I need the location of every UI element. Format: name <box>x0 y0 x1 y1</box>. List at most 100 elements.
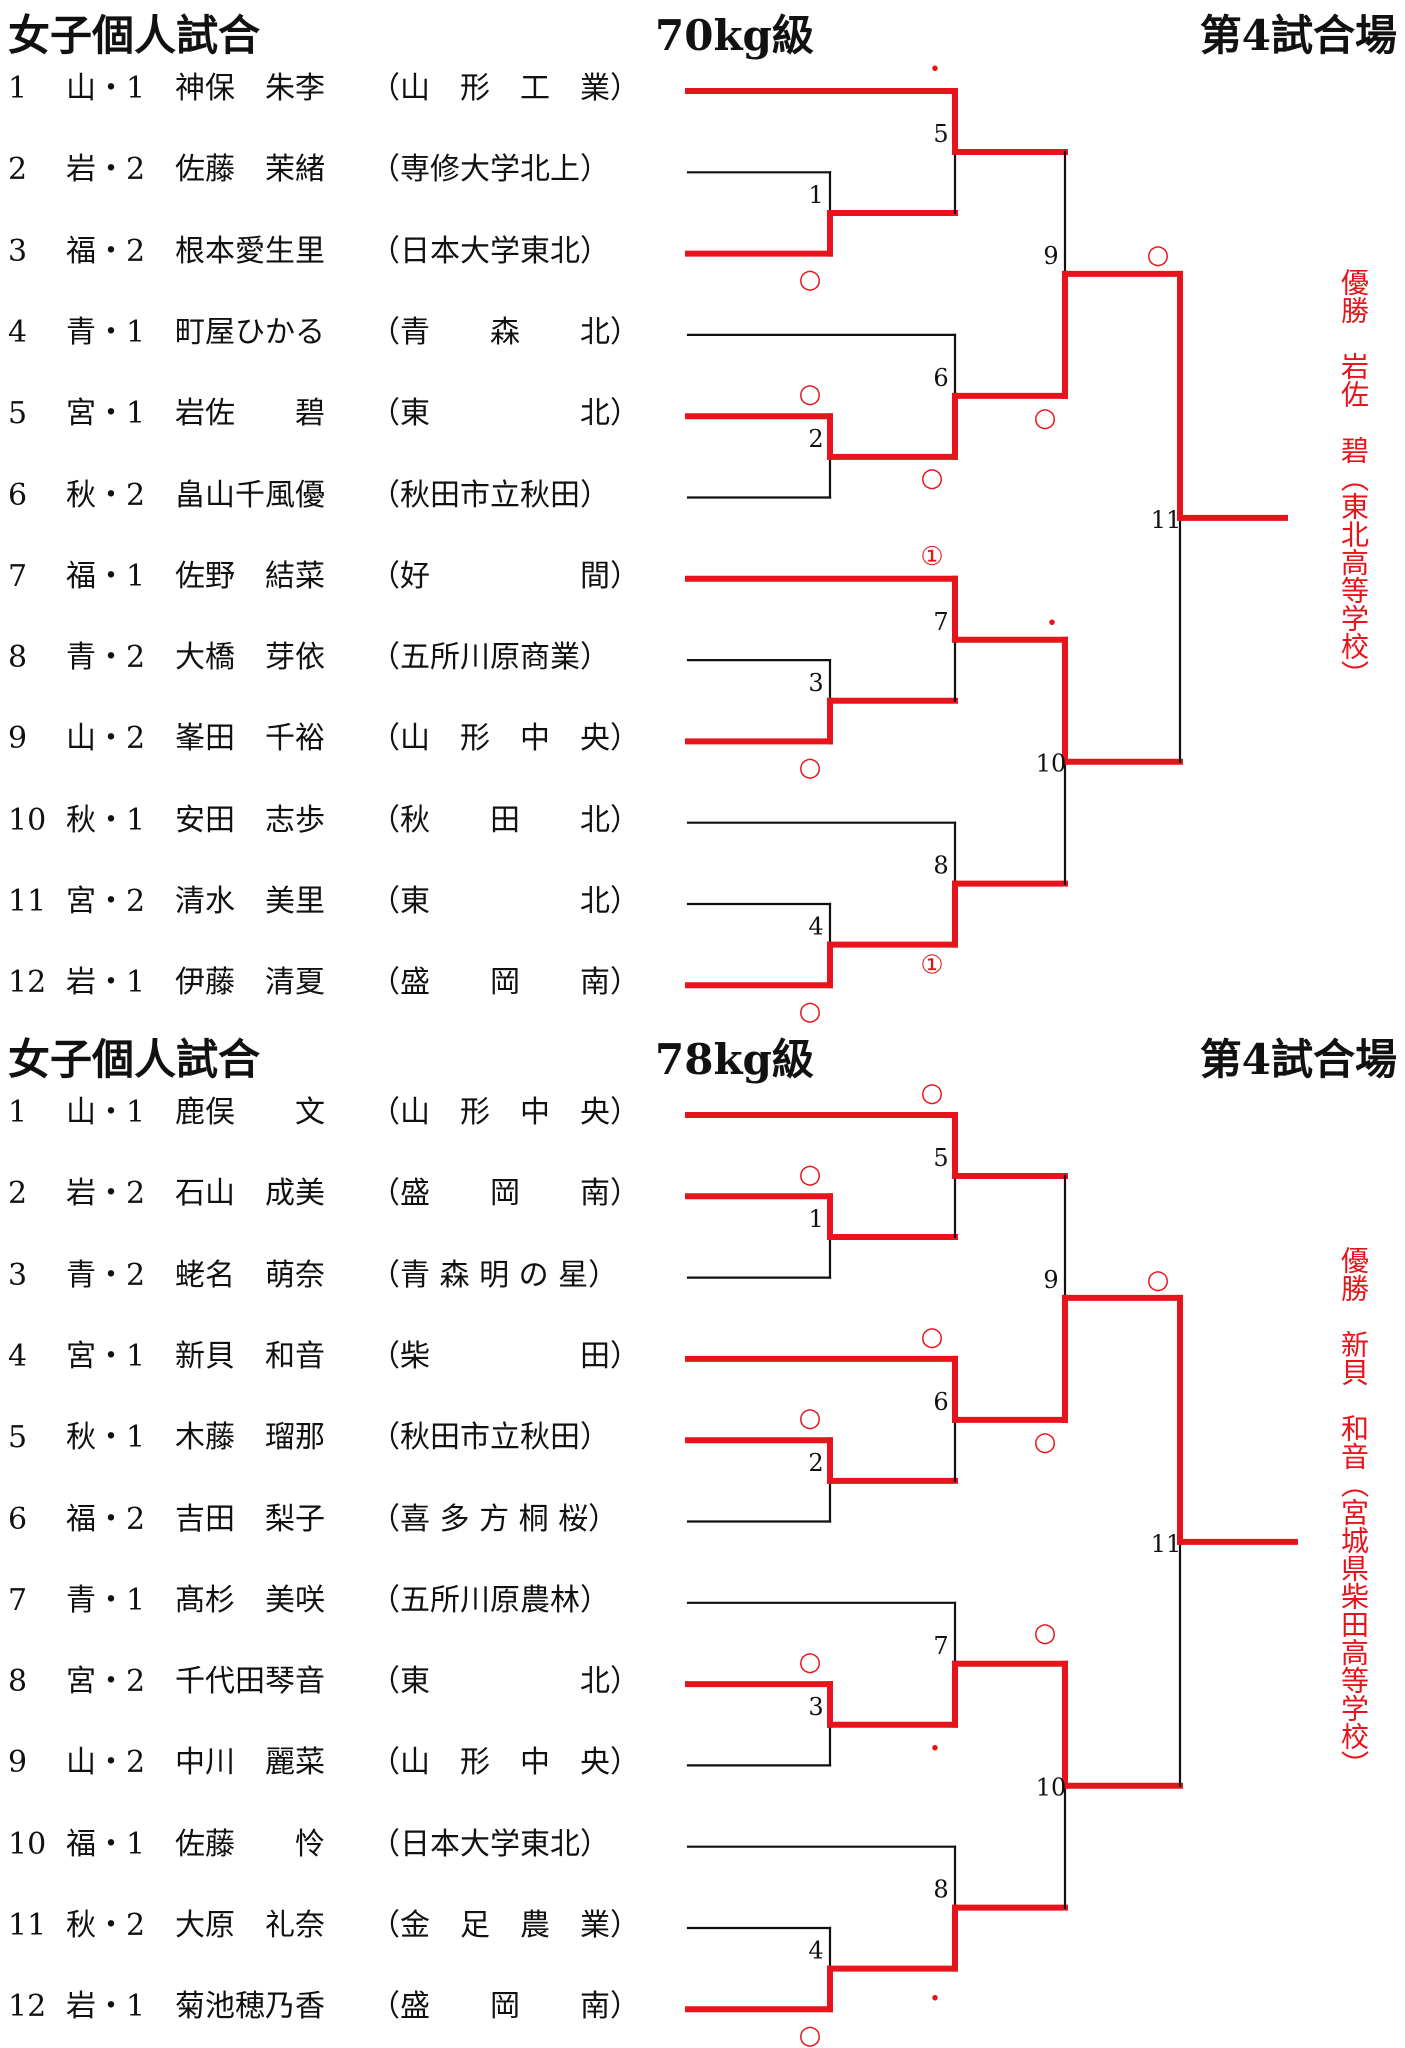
win-mark: ○ <box>799 1159 822 1189</box>
player-number: 3 <box>8 233 28 269</box>
match-number: 5 <box>933 1144 948 1172</box>
player-number: 9 <box>8 721 28 757</box>
player-name: 佐野 結菜 <box>175 558 325 594</box>
player-prefecture: 福・1 <box>66 1826 146 1862</box>
player-school: （五所川原農林） <box>370 1582 610 1618</box>
match-number: 1 <box>808 181 823 209</box>
champion-text: 優勝 新貝 和音（宮城県柴田高等学校） <box>1337 1246 1370 1778</box>
player-number: 1 <box>8 71 28 106</box>
player-school: （五所川原商業） <box>370 640 610 676</box>
player-name: 大橋 芽依 <box>175 640 325 676</box>
player-prefecture: 宮・2 <box>66 884 146 919</box>
win-mark: ・ <box>922 55 948 85</box>
match-number: 5 <box>933 120 948 148</box>
player-number: 3 <box>8 1257 28 1293</box>
win-mark: ○ <box>1147 1265 1170 1295</box>
win-mark: ① <box>920 542 943 572</box>
win-mark: ・ <box>922 1984 948 2014</box>
match-number: 7 <box>933 1632 948 1660</box>
match-number: 10 <box>1036 1774 1067 1802</box>
player-number: 11 <box>8 884 47 919</box>
venue: 第4試合場 <box>1199 11 1397 60</box>
match-number: 2 <box>808 425 823 453</box>
win-mark: ○ <box>799 1403 822 1433</box>
player-school: （秋 田 北） <box>370 802 640 838</box>
player-number: 2 <box>8 152 28 188</box>
player-school: （青 森 明 の 星） <box>370 1257 619 1293</box>
section-title: 女子個人試合 <box>8 1035 261 1084</box>
player-name: 畠山千風優 <box>175 477 325 513</box>
win-mark: ① <box>920 950 943 980</box>
player-name: 佐藤 怜 <box>175 1826 325 1862</box>
match-number: 4 <box>808 1937 823 1965</box>
player-number: 11 <box>8 1908 47 1943</box>
match-number: 4 <box>808 913 823 941</box>
match-number: 6 <box>933 364 948 392</box>
player-number: 7 <box>8 1582 28 1618</box>
win-mark: ○ <box>799 379 822 409</box>
player-prefecture: 岩・2 <box>66 1176 146 1212</box>
player-prefecture: 岩・1 <box>66 965 146 1001</box>
player-prefecture: 福・1 <box>66 558 146 594</box>
player-school: （秋田市立秋田） <box>370 1420 610 1456</box>
player-school: （山 形 工 業） <box>370 71 640 106</box>
player-school: （東 北） <box>370 1664 640 1700</box>
win-mark: ・ <box>1039 609 1065 639</box>
player-name: 峯田 千裕 <box>175 721 325 757</box>
player-school: （日本大学東北） <box>370 233 610 269</box>
player-name: 蛯名 萌奈 <box>175 1257 325 1293</box>
match-number: 8 <box>933 1876 948 1904</box>
match-number: 3 <box>808 1693 823 1721</box>
player-prefecture: 山・2 <box>66 721 146 757</box>
player-number: 6 <box>8 477 28 513</box>
win-mark: ○ <box>921 1078 944 1108</box>
player-number: 12 <box>8 965 47 1001</box>
match-number: 2 <box>808 1449 823 1477</box>
player-number: 4 <box>8 314 28 350</box>
player-name: 鹿俣 文 <box>175 1095 325 1130</box>
player-prefecture: 山・2 <box>66 1745 146 1781</box>
match-number: 10 <box>1036 750 1067 778</box>
player-number: 9 <box>8 1745 28 1781</box>
player-school: （山 形 中 央） <box>370 1745 640 1781</box>
player-prefecture: 青・1 <box>66 1582 146 1618</box>
player-prefecture: 秋・2 <box>66 1908 146 1943</box>
player-number: 4 <box>8 1338 28 1374</box>
win-mark: ○ <box>1034 1427 1057 1457</box>
player-number: 10 <box>8 802 47 838</box>
win-mark: ○ <box>1147 240 1170 270</box>
player-name: 清水 美里 <box>175 884 325 919</box>
win-mark: ○ <box>799 265 822 295</box>
player-number: 12 <box>8 1989 47 2025</box>
player-prefecture: 岩・2 <box>66 152 146 188</box>
win-mark: ○ <box>799 1647 822 1677</box>
player-prefecture: 青・2 <box>66 1257 146 1293</box>
player-number: 8 <box>8 1664 28 1700</box>
player-number: 1 <box>8 1095 28 1130</box>
match-number: 9 <box>1043 1266 1058 1294</box>
player-number: 2 <box>8 1176 28 1212</box>
win-mark: ○ <box>921 1322 944 1352</box>
champion-text: 優勝 岩佐 碧（東北高等学校） <box>1337 268 1370 688</box>
player-school: （東 北） <box>370 396 640 432</box>
player-name: 吉田 梨子 <box>175 1501 325 1537</box>
match-number: 11 <box>1151 506 1182 534</box>
player-number: 6 <box>8 1501 28 1537</box>
player-prefecture: 秋・1 <box>66 802 146 838</box>
player-school: （好 間） <box>370 558 640 594</box>
player-school: （青 森 北） <box>370 314 640 350</box>
player-number: 5 <box>8 1420 28 1456</box>
weight-class: 78kg級 <box>655 1035 814 1084</box>
player-prefecture: 青・1 <box>66 314 146 350</box>
player-school: （日本大学東北） <box>370 1826 610 1862</box>
player-school: （東 北） <box>370 884 640 919</box>
match-number: 3 <box>808 669 823 697</box>
player-school: （金 足 農 業） <box>370 1908 640 1943</box>
match-number: 8 <box>933 852 948 880</box>
player-prefecture: 秋・1 <box>66 1420 146 1456</box>
win-mark: ・ <box>922 1734 948 1764</box>
player-prefecture: 福・2 <box>66 1501 146 1537</box>
player-name: 千代田琴音 <box>175 1664 325 1700</box>
